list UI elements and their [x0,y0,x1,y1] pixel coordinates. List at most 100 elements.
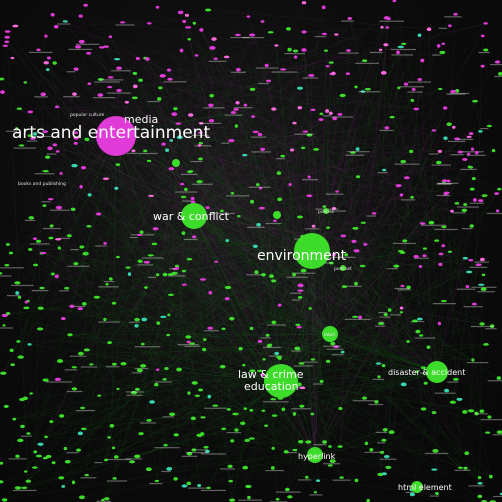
graph-node[interactable] [225,238,229,243]
graph-node[interactable] [141,317,148,322]
graph-node[interactable] [292,448,298,452]
graph-node[interactable] [198,388,204,392]
graph-node[interactable] [197,483,202,488]
graph-node[interactable] [182,19,187,24]
graph-node[interactable] [221,427,226,431]
graph-node[interactable] [346,49,351,52]
graph-node[interactable] [310,412,315,416]
graph-node[interactable] [262,358,266,361]
graph-node[interactable] [196,180,203,184]
graph-node[interactable] [381,472,388,476]
graph-node[interactable] [264,63,269,68]
graph-node[interactable] [417,77,422,81]
graph-node[interactable] [36,327,44,331]
graph-node[interactable] [382,428,388,432]
graph-node[interactable] [301,1,307,5]
graph-node[interactable] [441,42,446,46]
graph-node[interactable] [491,149,496,153]
graph-node[interactable] [276,355,282,359]
graph-node[interactable] [420,58,425,63]
graph-node[interactable] [300,268,307,273]
graph-node[interactable] [51,461,56,465]
graph-node[interactable] [450,89,457,93]
graph-node[interactable] [497,72,502,76]
graph-node[interactable] [475,263,482,267]
graph-node[interactable] [185,26,192,29]
graph-node[interactable] [197,144,202,147]
graph-node[interactable] [52,61,57,65]
graph-node[interactable] [84,137,90,142]
graph-node[interactable] [220,209,224,213]
graph-node[interactable] [277,397,284,400]
graph-node[interactable] [108,277,113,281]
graph-node[interactable] [337,445,343,448]
graph-node[interactable] [54,274,59,279]
graph-node[interactable] [151,242,158,246]
graph-node[interactable] [162,378,167,381]
graph-node[interactable] [403,82,409,86]
graph-node[interactable] [447,250,453,253]
graph-node[interactable] [4,264,10,267]
graph-node[interactable] [214,260,219,263]
graph-node[interactable] [149,400,155,404]
graph-node[interactable] [233,108,239,111]
graph-node[interactable] [333,345,339,349]
graph-node[interactable] [436,44,441,48]
graph-node[interactable] [340,350,345,354]
graph-node[interactable] [20,424,25,429]
graph-node[interactable] [443,136,448,140]
graph-node[interactable] [0,461,4,465]
graph-node[interactable] [71,387,78,391]
graph-node[interactable] [292,412,297,416]
graph-node[interactable] [257,339,263,343]
graph-node[interactable] [199,278,207,281]
graph-node[interactable] [361,59,368,63]
graph-node[interactable] [400,382,407,387]
graph-node[interactable] [156,321,161,325]
graph-node[interactable] [24,470,28,473]
graph-node[interactable] [205,206,210,210]
graph-node[interactable] [441,179,448,183]
graph-node[interactable] [453,12,458,16]
graph-node[interactable] [35,454,43,458]
graph-node[interactable] [232,412,239,416]
graph-node[interactable] [378,322,385,325]
graph-node[interactable] [297,86,303,90]
graph-node[interactable] [234,33,241,37]
graph-node[interactable] [269,274,274,279]
graph-node[interactable] [55,205,62,210]
graph-node[interactable] [29,392,34,395]
graph-node[interactable] [351,315,359,318]
graph-node[interactable] [130,390,138,395]
graph-node[interactable] [477,494,483,499]
graph-node[interactable] [280,154,285,158]
graph-node[interactable] [192,235,197,239]
graph-node[interactable] [77,351,84,356]
graph-node[interactable] [73,131,79,135]
graph-node[interactable] [249,87,256,91]
graph-node[interactable] [467,409,475,413]
graph-node[interactable] [477,476,482,480]
graph-node[interactable] [37,442,44,446]
graph-node[interactable] [361,396,368,400]
graph-node[interactable] [46,56,51,60]
graph-node[interactable] [488,474,493,479]
graph-node[interactable] [75,448,81,452]
hub-node-label[interactable] [322,326,338,342]
graph-node[interactable] [479,322,485,326]
graph-node[interactable] [477,482,483,485]
graph-node[interactable] [422,254,427,258]
graph-node[interactable] [292,121,297,125]
graph-node[interactable] [186,481,192,486]
graph-node[interactable] [37,306,44,310]
graph-node[interactable] [383,454,390,459]
graph-node[interactable] [409,149,414,154]
graph-node[interactable] [355,175,361,179]
graph-node[interactable] [275,497,280,501]
graph-node[interactable] [143,149,148,153]
graph-node[interactable] [419,334,424,337]
graph-node[interactable] [103,45,110,48]
graph-node[interactable] [321,5,326,10]
graph-node[interactable] [485,431,491,434]
graph-node[interactable] [0,90,6,94]
